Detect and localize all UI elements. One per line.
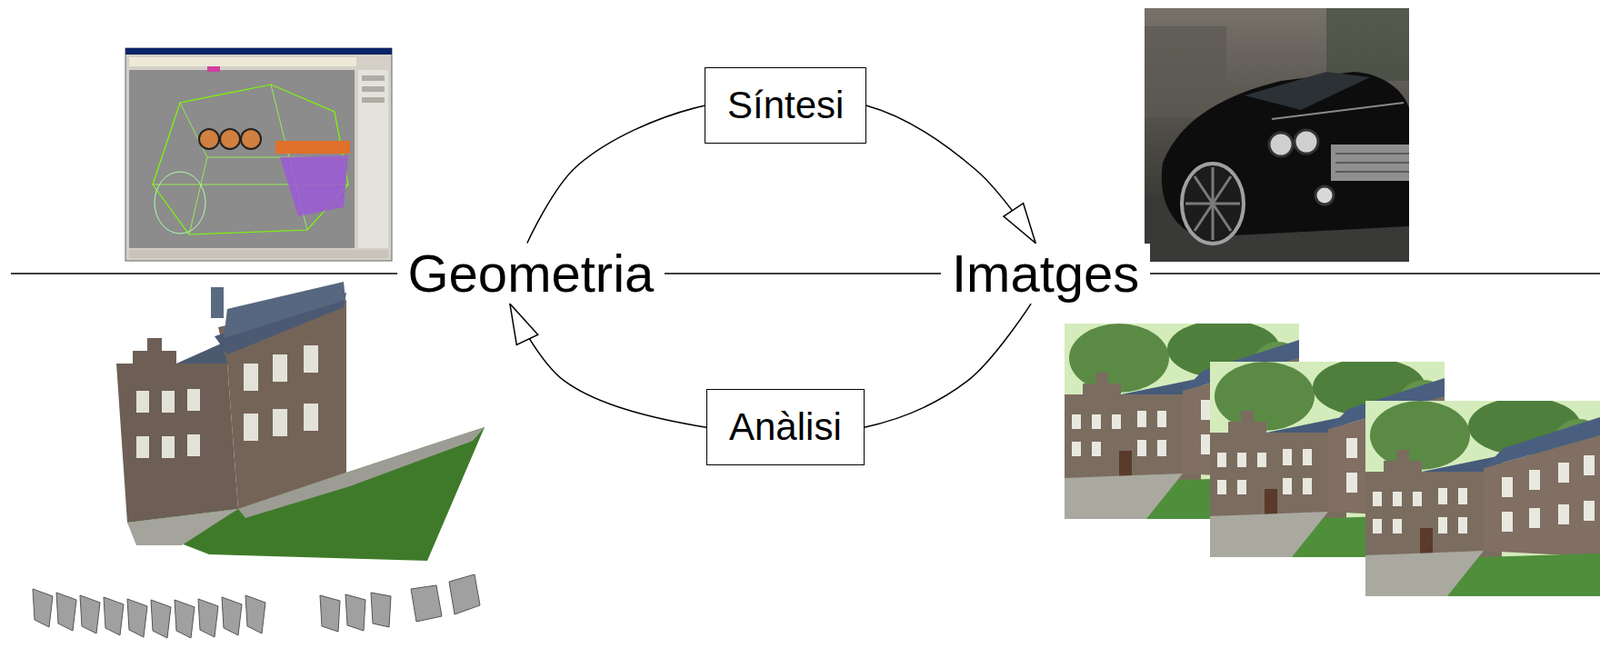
- term-text: Geometria: [408, 243, 655, 305]
- cad-screenshot: [125, 48, 392, 55]
- reconstructed-3d-model: [272, 409, 288, 437]
- camera-frustums: [449, 574, 480, 615]
- rendered-car-photo: [1144, 8, 1410, 262]
- reconstructed-3d-model: [136, 436, 150, 459]
- camera-frustums: [56, 592, 77, 631]
- cad-screenshot: [361, 86, 385, 92]
- rendered-car-photo: [1271, 102, 1404, 120]
- camera-frustums: [80, 595, 100, 634]
- rendered-car-photo: [1144, 26, 1227, 118]
- camera-frustums: [32, 589, 53, 628]
- reconstructed-3d-model: [116, 338, 239, 523]
- cad-screenshot: [220, 129, 240, 150]
- reconstructed-3d-model: [272, 354, 288, 382]
- concept-term: Geometria: [397, 243, 666, 305]
- input-photographs: [1365, 397, 1600, 597]
- reconstructed-3d-model: [223, 281, 346, 339]
- cad-screenshot: [125, 48, 392, 261]
- reconstructed-3d-model: [161, 436, 175, 459]
- camera-frustums: [32, 574, 480, 639]
- baseline-rule: [10, 273, 1600, 275]
- cad-screenshot: [125, 48, 392, 261]
- camera-frustums: [410, 585, 442, 622]
- cad-screenshot: [129, 250, 389, 259]
- cad-screenshot: [152, 84, 349, 235]
- reconstructed-3d-model: [303, 345, 319, 373]
- camera-frustums: [174, 600, 195, 639]
- camera-frustums: [245, 595, 266, 634]
- reconstructed-3d-model: [161, 390, 175, 413]
- cad-screenshot: [361, 75, 385, 81]
- reconstructed-3d-model: [238, 427, 485, 519]
- reconstructed-3d-model: [243, 363, 259, 391]
- process-label-box: Síntesi: [704, 67, 867, 144]
- reconstructed-3d-model: [210, 287, 224, 319]
- reconstructed-3d-model: [187, 434, 200, 457]
- rendered-car-photo: [1244, 71, 1370, 110]
- cad-screenshot: [199, 129, 220, 150]
- reconstructed-3d-model: [303, 403, 319, 431]
- cad-screenshot: [361, 97, 385, 103]
- camera-frustums: [221, 597, 242, 636]
- cad-screenshot: [152, 84, 349, 235]
- process-label-box: Anàlisi: [706, 389, 865, 466]
- cad-screenshot: [129, 57, 357, 67]
- cad-screenshot: [207, 66, 220, 72]
- cad-screenshot: [358, 70, 389, 249]
- rendered-car-photo: [1294, 130, 1319, 154]
- baseline-rule: [10, 272, 1600, 275]
- cad-screenshot: [240, 129, 261, 150]
- rendered-car-photo: [1335, 153, 1410, 172]
- reconstructed-3d-model: [116, 281, 485, 561]
- cad-screenshot: [129, 70, 355, 249]
- camera-frustums: [320, 595, 340, 632]
- reconstructed-3d-model: [136, 390, 150, 413]
- camera-frustums: [198, 599, 219, 638]
- rendered-car-photo: [1330, 144, 1410, 181]
- rendered-car-photo: [1326, 8, 1410, 81]
- rendered-car-photo: [1181, 163, 1244, 244]
- rendered-car-photo: [1185, 167, 1240, 240]
- reconstructed-3d-model: [187, 389, 200, 411]
- camera-frustums: [127, 599, 148, 638]
- rendered-car-photo: [1269, 132, 1293, 157]
- reconstructed-3d-model: [127, 509, 239, 546]
- reconstructed-3d-model: [243, 413, 259, 441]
- cad-screenshot: [275, 140, 350, 154]
- camera-frustums: [345, 594, 366, 631]
- reconstructed-3d-model: [127, 427, 485, 561]
- term-text: Imatges: [951, 243, 1140, 305]
- concept-term: Imatges: [940, 243, 1150, 305]
- camera-frustums: [150, 600, 171, 639]
- rendered-car-photo: [1144, 8, 1410, 262]
- camera-frustums: [370, 592, 391, 628]
- cad-screenshot: [280, 155, 349, 217]
- camera-frustums: [103, 597, 124, 636]
- input-photographs: [1064, 320, 1600, 597]
- cad-screenshot: [154, 171, 206, 234]
- rendered-car-photo: [1315, 186, 1334, 205]
